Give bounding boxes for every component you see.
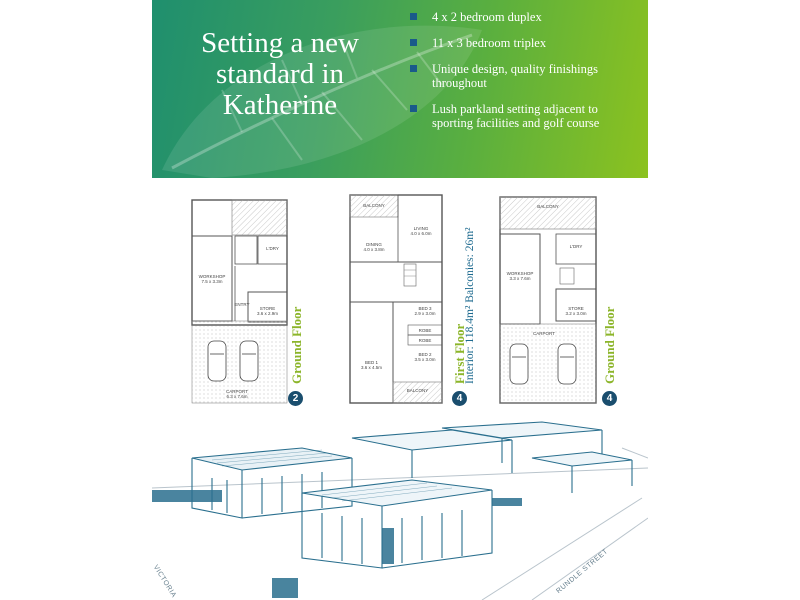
room-size: 4.0 x 6.0m [410, 231, 432, 236]
room-size: 3.6 x 2.9m [256, 311, 278, 316]
room-name: BALCONY [406, 388, 429, 393]
room-label: L'DRY [556, 244, 596, 249]
feature-list: 4 x 2 bedroom duplex 11 x 3 bedroom trip… [410, 10, 640, 142]
room-name: ROBE [418, 338, 432, 343]
headline-line: standard in [215, 58, 345, 90]
room-size: 3.5 x 3.0m [414, 357, 436, 362]
room-name: ENTRY [234, 302, 250, 307]
floor-label: Ground Floor [602, 306, 617, 384]
floor-plan-drawing [499, 196, 597, 404]
room-size: 3.3 x 7.6m [509, 276, 531, 281]
floor-plan-drawing [349, 194, 443, 404]
room-label: CARPORT [524, 331, 564, 336]
room-name: STORE [568, 306, 584, 311]
bullet-square-icon [410, 13, 417, 20]
room-name: LIVING [413, 226, 429, 231]
room-name: BED 1 [364, 360, 378, 365]
room-size: 7.5 x 3.3m [201, 279, 223, 284]
room-name: L'DRY [266, 246, 279, 251]
hero-banner: Setting a new standard in Katherine 4 x … [152, 0, 648, 178]
leaf-watermark-icon [162, 25, 482, 178]
room-name: ROBE [418, 328, 432, 333]
room-name: CARPORT [226, 389, 248, 394]
bullet-square-icon [410, 65, 417, 72]
room-size: 4.0 x 3.8m [363, 247, 385, 252]
headline-line: Katherine [222, 89, 338, 121]
bullet-square-icon [410, 39, 417, 46]
feature-item: 11 x 3 bedroom triplex [410, 36, 640, 50]
room-name: CARPORT [533, 331, 555, 336]
room-label: ROBE [408, 338, 442, 343]
feature-text: 11 x 3 bedroom triplex [432, 36, 547, 50]
feature-text: Unique design, quality finishings throug… [432, 62, 598, 90]
room-name: BED 2 [418, 352, 432, 357]
feature-text: Lush parkland setting adjacent to sporti… [432, 102, 600, 130]
unit-count-badge: 4 [602, 391, 617, 406]
room-name: BED 3 [418, 306, 432, 311]
floor-label: Ground Floor [289, 306, 304, 384]
room-name: BALCONY [537, 204, 559, 209]
room-name: DINING [366, 242, 382, 247]
room-name: STORE [259, 306, 276, 311]
room-name: WORKSHOP [198, 274, 226, 279]
room-size: 2.9 x 3.0m [414, 311, 436, 316]
headline: Setting a new standard in Katherine [180, 28, 380, 121]
room-label: BALCONY [393, 388, 442, 393]
unit-count-badge: 2 [288, 391, 303, 406]
unit-count-badge: 4 [452, 391, 467, 406]
feature-text: 4 x 2 bedroom duplex [432, 10, 542, 24]
floor-plan-drawing [191, 199, 288, 404]
feature-item: Unique design, quality finishings throug… [410, 62, 640, 90]
floor-area-summary: Interior: 118.4m² Balconies: 26m² [464, 227, 476, 384]
feature-item: 4 x 2 bedroom duplex [410, 10, 640, 24]
aerial-line-art [152, 421, 648, 600]
room-label: L'DRY [258, 246, 287, 251]
bullet-square-icon [410, 105, 417, 112]
aerial-view-illustration: VICTORIA RUNDLE STREET [152, 418, 648, 600]
room-size: 3.6 x 4.5m [360, 365, 382, 370]
room-name: WORKSHOP [506, 271, 534, 276]
room-name: L'DRY [569, 244, 583, 249]
room-label: BALCONY [528, 204, 568, 209]
room-size: 6.3 x 7.6m [226, 394, 248, 399]
room-label: ENTRY [230, 302, 254, 307]
room-label: ROBE [408, 328, 442, 333]
room-label: BALCONY [350, 203, 398, 208]
headline-line: Setting a new [201, 27, 359, 59]
feature-item: Lush parkland setting adjacent to sporti… [410, 102, 640, 130]
room-size: 3.2 x 3.0m [565, 311, 587, 316]
room-name: BALCONY [363, 203, 385, 208]
